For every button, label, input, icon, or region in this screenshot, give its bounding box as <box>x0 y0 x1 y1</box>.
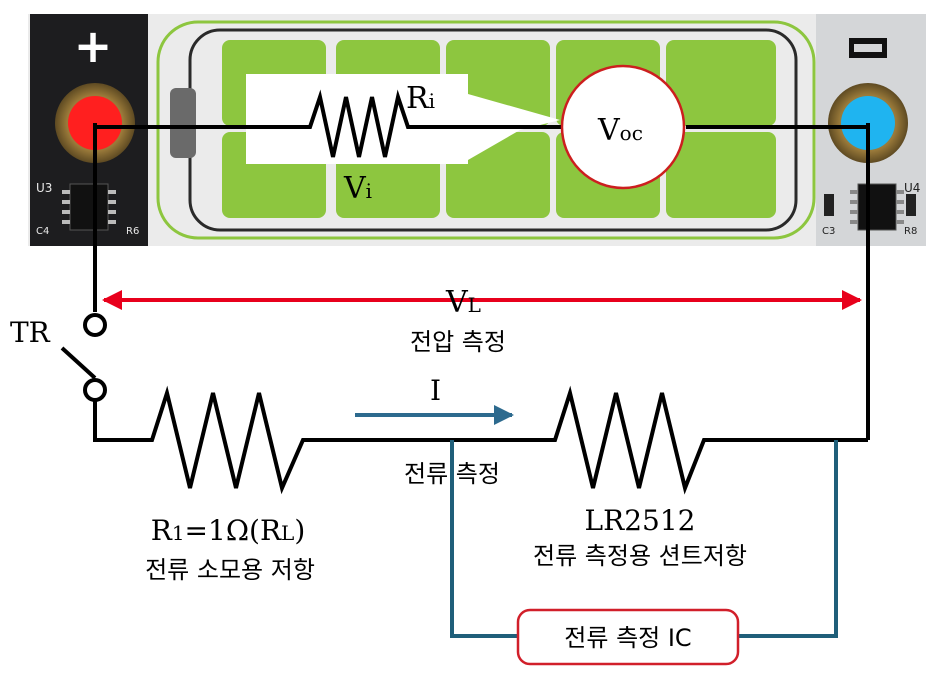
switch-blade <box>60 346 97 380</box>
cell-block <box>666 132 776 218</box>
voc-label: Voc <box>597 113 643 148</box>
voc-source <box>560 64 686 190</box>
voltage-caption: 전압 측정 <box>410 328 506 356</box>
right-chip-id: U4 <box>904 181 920 195</box>
sense-wire-left <box>450 440 520 638</box>
left-chip-res: R6 <box>126 226 139 237</box>
ri-label: Ri <box>406 81 435 116</box>
load-resistor-value: R1=1Ω(RL) <box>151 514 306 547</box>
plus-symbol: + <box>74 19 113 73</box>
switch-contact-top <box>83 313 107 337</box>
shunt-part-number: LR2512 <box>585 504 696 537</box>
left-chip-id: U3 <box>36 181 52 195</box>
ic-label: 전류 측정 IC <box>564 624 691 652</box>
vi-label: Vi <box>343 171 372 206</box>
cell-nub <box>170 88 196 158</box>
switch-contact-bottom <box>83 378 107 402</box>
circuit-wires <box>93 89 870 495</box>
current-ic-box <box>516 608 740 666</box>
current-caption: 전류 측정 <box>404 460 500 488</box>
right-chip-cap: C3 <box>822 226 835 237</box>
minus-symbol <box>854 44 882 52</box>
switch-tr <box>60 313 107 402</box>
switch-label: TR <box>10 316 51 349</box>
right-chip: U4 C3 R8 <box>822 181 920 237</box>
left-chip-body <box>69 183 109 231</box>
load-resistor-caption: 전류 소모용 저항 <box>145 556 315 584</box>
sense-wire-right <box>738 440 838 638</box>
internal-resistor-wire <box>95 89 562 158</box>
load-loop-wire <box>93 385 868 495</box>
current-label: I <box>430 374 441 407</box>
cell-outer-outline <box>156 20 816 240</box>
right-chip-res: R8 <box>904 226 917 237</box>
right-chip-body <box>857 183 897 231</box>
left-chip: U3 C4 R6 <box>36 181 139 237</box>
left-chip-cap: C4 <box>36 226 49 237</box>
vl-label: VL <box>445 285 481 320</box>
shunt-caption: 전류 측정용 션트저항 <box>533 542 747 570</box>
cell-block <box>666 40 776 126</box>
